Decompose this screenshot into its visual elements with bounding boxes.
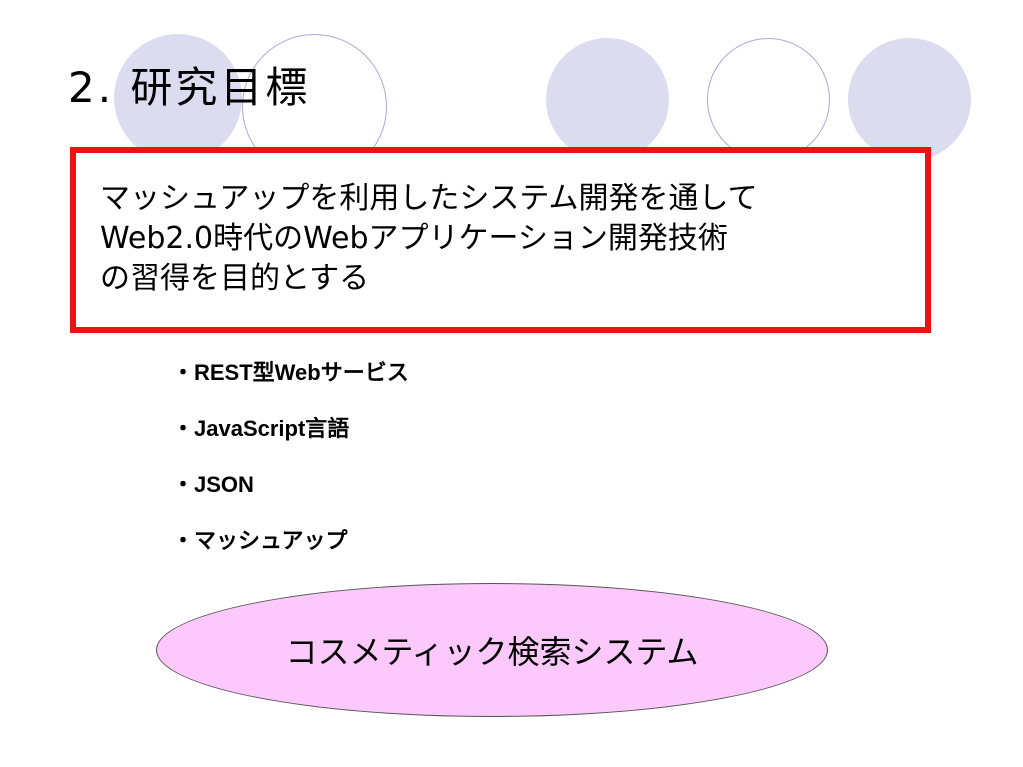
- goal-text-line: Web2.0時代のWebアプリケーション開発技術: [100, 221, 728, 256]
- system-ellipse: コスメティック検索システム: [156, 583, 828, 717]
- slide-title: 2. 研究目標: [68, 63, 311, 112]
- list-item: ・JSON: [172, 472, 254, 497]
- decor-circle-filled: [848, 38, 971, 161]
- goal-text-line: マッシュアップを利用したシステム開発を通して: [100, 181, 758, 216]
- list-item: ・REST型Webサービス: [172, 360, 409, 385]
- system-label: コスメティック検索システム: [285, 633, 699, 671]
- research-goal-box: マッシュアップを利用したシステム開発を通して Web2.0時代のWebアプリケー…: [70, 147, 931, 333]
- goal-text-line: の習得を目的とする: [100, 261, 370, 296]
- decor-circle-filled: [546, 38, 669, 161]
- technology-list: ・REST型Webサービス ・JavaScript言語 ・JSON ・マッシュア…: [172, 355, 409, 579]
- list-item: ・JavaScript言語: [172, 416, 350, 441]
- list-item: ・マッシュアップ: [172, 528, 348, 553]
- decor-circle-outline: [707, 38, 830, 161]
- decor-circle-filled: [114, 34, 242, 162]
